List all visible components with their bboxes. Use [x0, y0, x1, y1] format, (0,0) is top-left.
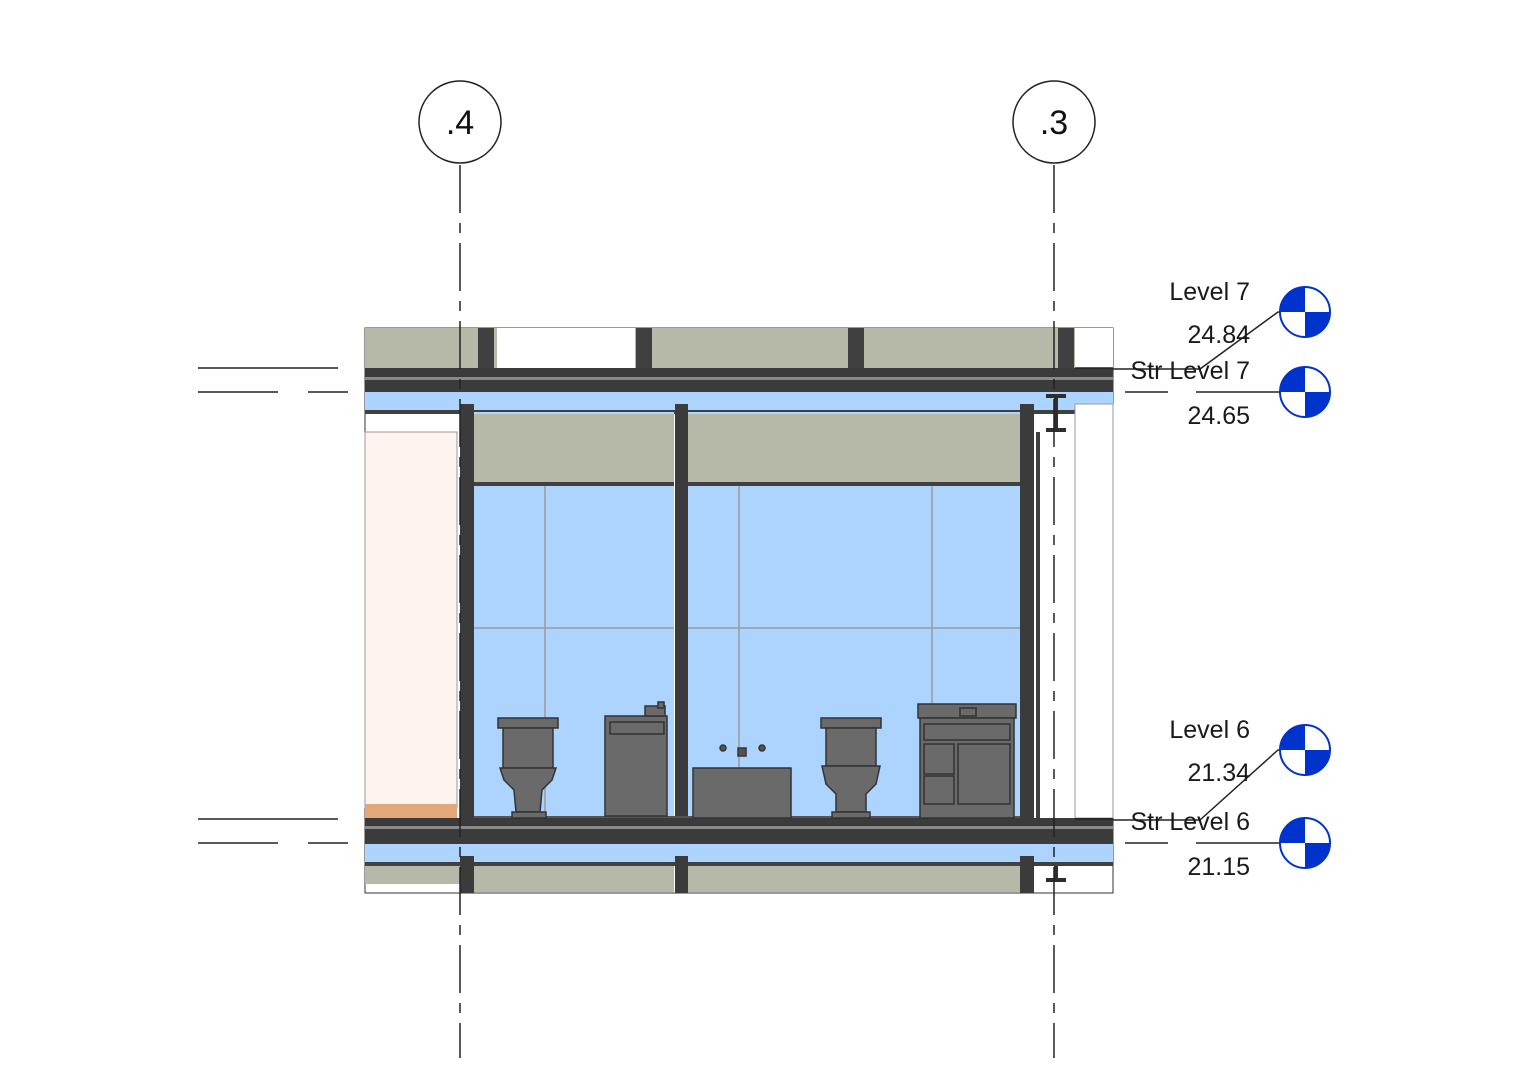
grid-line-3: .3 — [1012, 80, 1096, 1058]
grid-bubble-3 — [1012, 80, 1096, 164]
left-wall — [364, 431, 458, 809]
str-level-7-elevation: 24.65 — [1187, 402, 1250, 430]
vanity-left — [604, 701, 668, 817]
str-level-7-name: Str Level 7 — [1130, 357, 1250, 385]
str-level-6-marker-icon — [1279, 817, 1331, 869]
level-7-name: Level 7 — [1169, 278, 1250, 306]
level-6-name: Level 6 — [1169, 716, 1250, 744]
upper-spandrel-band — [365, 328, 1113, 370]
level-lines-left — [198, 367, 348, 844]
str-level-6-name: Str Level 6 — [1130, 808, 1250, 836]
grid-label-4: .4 — [446, 104, 474, 142]
slab-level-6 — [365, 818, 1113, 844]
level-6-elevation: 21.34 — [1187, 759, 1250, 787]
left-wall-base — [365, 804, 457, 820]
str-level-6-elevation: 21.15 — [1187, 853, 1250, 881]
toilet-right — [820, 717, 882, 819]
str-level-7-marker-icon — [1279, 366, 1331, 418]
bathtub — [692, 744, 792, 819]
column-right — [1020, 404, 1034, 830]
grid-bubble-4 — [418, 80, 502, 164]
level-6-marker-icon — [1279, 724, 1331, 776]
grid-line-4: .4 — [418, 80, 502, 1058]
column-middle — [675, 404, 688, 830]
column-left — [460, 404, 474, 830]
level-7-marker-icon — [1279, 286, 1331, 338]
toilet-left — [497, 717, 559, 819]
grid-label-3: .3 — [1040, 104, 1068, 142]
lower-spandrel-band — [474, 866, 674, 892]
level-7-elevation: 24.84 — [1187, 321, 1250, 349]
vanity-cabinet-right — [917, 703, 1017, 819]
